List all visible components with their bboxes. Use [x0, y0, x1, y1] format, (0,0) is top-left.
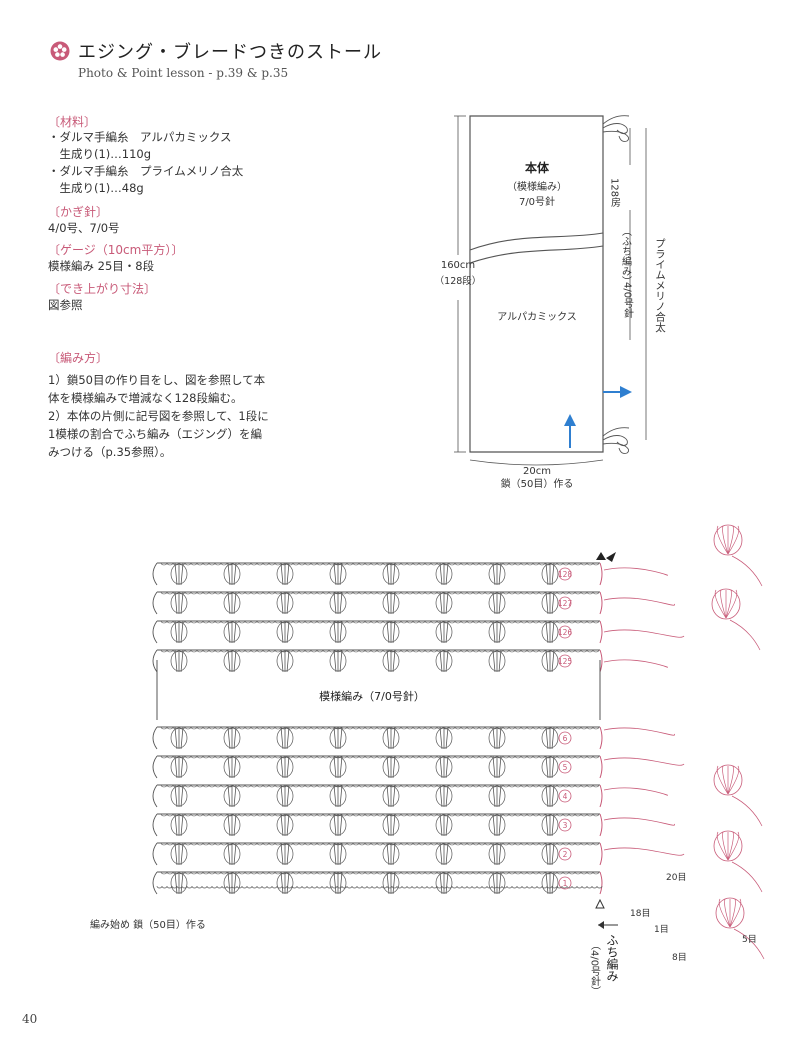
edging-count-label: 18目	[630, 908, 650, 919]
materials-heading: 〔材料〕	[48, 115, 97, 129]
gauge-heading: 〔ゲージ（10cm平方）〕	[48, 243, 184, 257]
edge-needle-label: 4/0号針	[622, 282, 634, 319]
height-cm-label: 160cm	[441, 260, 475, 271]
schematic-diagram: 本体 （模様編み） 7/0号針 アルパカミックス 160cm （128段） 20…	[435, 115, 666, 490]
chart-start-label: 編み始め 鎖（50目）作る	[90, 918, 206, 931]
method-step-2: 2）本体の片側に記号図を参照して、1段に1模様の割合でふち編み（エジング）を編み…	[48, 409, 269, 459]
yarn-label: アルパカミックス	[497, 311, 577, 323]
fringe-count-label: 128房	[609, 178, 621, 208]
row-number: 126	[558, 628, 573, 637]
chart-row-top: 125	[152, 649, 603, 673]
chart-row-bottom: 5	[152, 755, 603, 779]
size-value: 図参照	[48, 298, 83, 312]
flower-icon	[50, 41, 70, 61]
height-rows-label: （128段）	[435, 275, 482, 287]
row-number: 5	[563, 763, 568, 772]
chart-row-top: 127	[152, 591, 603, 615]
materials-line-3: ・ダルマ手編糸 プライムメリノ合太	[48, 164, 244, 178]
chart-row-bottom: 6	[152, 726, 603, 750]
chart-row-top: 126	[152, 620, 603, 644]
row-number: 128	[558, 570, 573, 579]
row-number: 1	[563, 879, 568, 888]
row-number: 2	[563, 850, 568, 859]
size-heading: 〔でき上がり寸法〕	[48, 282, 157, 296]
materials-line-1: ・ダルマ手編糸 アルパカミックス	[48, 130, 232, 144]
row-number: 125	[558, 657, 573, 666]
edging-shell	[713, 830, 763, 893]
row-number: 4	[563, 792, 568, 801]
edge-arrow-icon	[598, 921, 618, 929]
start-marker-icon	[595, 898, 605, 909]
chart-row-bottom: 2	[152, 842, 603, 866]
pattern-label: （模様編み）	[507, 180, 567, 193]
page-subtitle: Photo & Point lesson - p.39 & p.35	[78, 66, 289, 80]
hook-value: 4/0号、7/0号	[48, 221, 120, 235]
row-number: 127	[558, 599, 573, 608]
edging-shell	[713, 764, 763, 827]
page-title: エジング・ブレードつきのストール	[78, 42, 382, 63]
chart-row-bottom: 4	[152, 784, 603, 808]
edging-shell	[713, 524, 763, 587]
chart-pattern-label: 模様編み（7/0号針）	[319, 689, 425, 703]
edging-count-label: 1目	[654, 924, 669, 935]
width-chain-label: 鎖（50目）作る	[501, 477, 574, 490]
body-label: 本体	[525, 160, 550, 175]
chart-edge-needle-label: （4/0号針）	[589, 940, 601, 996]
width-cm-label: 20cm	[523, 466, 551, 477]
materials-line-4: 生成り(1)…48g	[48, 181, 144, 195]
method-steps: 1）鎖50目の作り目をし、図を参照して本体を模様編みで増減なく128段編む。 2…	[48, 371, 270, 461]
hook-heading: 〔かぎ針〕	[48, 205, 109, 219]
base-chain	[156, 885, 603, 889]
edging-count-label: 20目	[666, 872, 686, 883]
edging-shell	[711, 588, 761, 651]
materials-line-2: 生成り(1)…110g	[48, 147, 152, 161]
method-step-1: 1）鎖50目の作り目をし、図を参照して本体を模様編みで増減なく128段編む。	[48, 373, 266, 405]
row-start-arrow-icon	[596, 552, 606, 560]
chart-row-bottom: 1	[152, 871, 603, 895]
chart-row-top: 128	[152, 562, 603, 586]
page-number: 40	[22, 1012, 38, 1026]
edging-shell	[715, 897, 765, 960]
row-number: 3	[563, 821, 568, 830]
edging-count-label: 5目	[742, 934, 757, 945]
needle-label: 7/0号針	[519, 195, 555, 208]
gauge-value: 模様編み 25目・8段	[48, 259, 155, 273]
chart-row-bottom: 3	[152, 813, 603, 837]
row-end-arrow-icon	[606, 552, 616, 562]
method-heading: 〔編み方〕	[48, 351, 109, 365]
edge-label: （ふち編み）	[620, 226, 632, 286]
row-number: 6	[563, 734, 568, 743]
chart-edge-label: ふち編み	[605, 934, 619, 982]
edging-count-label: 8目	[672, 952, 687, 963]
edge-yarn-label: プライムメリノ合太	[654, 238, 666, 333]
